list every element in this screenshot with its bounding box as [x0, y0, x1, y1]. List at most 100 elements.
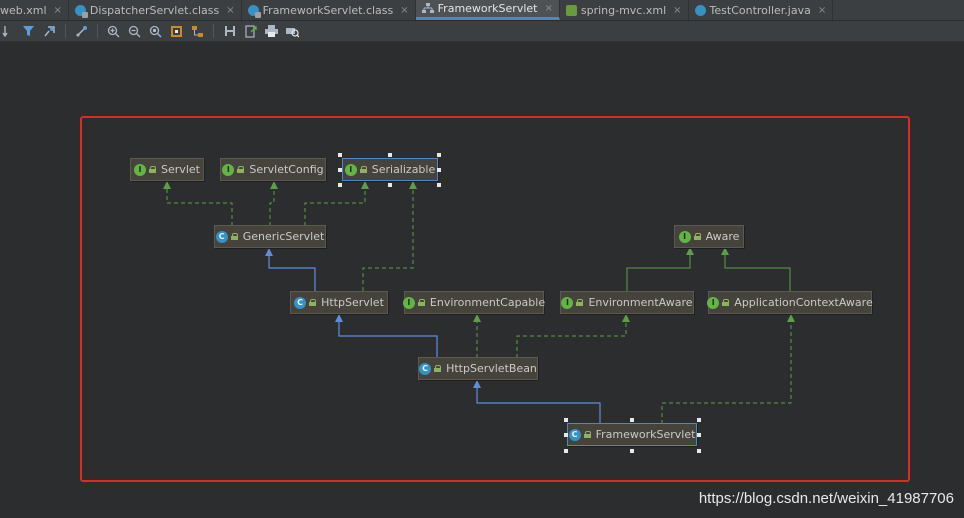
- diagram-layout-icon[interactable]: [0, 24, 15, 39]
- interface-icon: I: [678, 230, 691, 243]
- close-icon[interactable]: ×: [544, 3, 553, 14]
- node-http-servlet-bean[interactable]: C HttpServletBean: [418, 357, 538, 380]
- public-access-icon: [309, 299, 317, 306]
- node-application-context-aware[interactable]: I ApplicationContextAware: [707, 291, 873, 314]
- edge-genericservlet-servletconfig: [269, 181, 278, 226]
- tab-framework-servlet-diagram[interactable]: FrameworkServlet ×: [415, 0, 560, 20]
- node-framework-servlet[interactable]: C FrameworkServlet: [567, 423, 697, 446]
- selection-handle[interactable]: [697, 433, 701, 437]
- node-environment-capable[interactable]: I EnvironmentCapable: [402, 291, 545, 314]
- selection-handle[interactable]: [388, 183, 392, 187]
- node-label: Aware: [705, 230, 740, 243]
- layout-icon[interactable]: [190, 24, 205, 39]
- tab-label: spring-mvc.xml: [580, 3, 667, 17]
- edge-httpservlet-serializable: [362, 181, 417, 291]
- tab-label: web.xml: [0, 3, 47, 17]
- hierarchy-diagram-icon: [421, 3, 434, 13]
- tab-test-controller-java[interactable]: TestController.java ×: [689, 0, 834, 20]
- magnet-icon[interactable]: [42, 24, 57, 39]
- node-label: ServletConfig: [249, 163, 324, 176]
- selection-handle[interactable]: [437, 153, 441, 157]
- interface-icon: I: [402, 296, 415, 309]
- node-generic-servlet[interactable]: C GenericServlet: [214, 225, 326, 248]
- node-environment-aware[interactable]: I EnvironmentAware: [560, 291, 694, 314]
- node-aware[interactable]: I Aware: [674, 225, 744, 248]
- diagram-canvas[interactable]: [0, 42, 964, 518]
- node-servlet[interactable]: I Servlet: [130, 158, 204, 181]
- tab-dispatcher-servlet-class[interactable]: DispatcherServlet.class ×: [69, 0, 242, 20]
- selection-handle[interactable]: [338, 183, 342, 187]
- highlight-box: [80, 116, 910, 482]
- selection-handle[interactable]: [564, 418, 568, 422]
- zoom-in-icon[interactable]: [106, 24, 121, 39]
- selection-handle[interactable]: [564, 449, 568, 453]
- interface-icon: I: [134, 163, 147, 176]
- interface-icon: I: [222, 163, 235, 176]
- print-icon[interactable]: [264, 24, 279, 39]
- selection-handle[interactable]: [697, 418, 701, 422]
- node-servlet-config[interactable]: I ServletConfig: [220, 158, 326, 181]
- public-access-icon: [576, 299, 584, 306]
- public-access-icon: [237, 166, 245, 173]
- public-access-icon: [583, 431, 591, 438]
- selection-handle[interactable]: [630, 418, 634, 422]
- selection-handle[interactable]: [437, 183, 441, 187]
- selection-handle[interactable]: [697, 449, 701, 453]
- selection-handle[interactable]: [564, 433, 568, 437]
- show-dependencies-icon[interactable]: [74, 24, 89, 39]
- node-label: Serializable: [371, 163, 436, 176]
- selection-handle[interactable]: [338, 153, 342, 157]
- toolbar-separator: [65, 24, 66, 38]
- abstract-class-icon: C: [419, 362, 432, 375]
- node-label: ApplicationContextAware: [734, 296, 873, 309]
- edge-applicationcontextaware-aware: [721, 247, 791, 291]
- fit-content-icon[interactable]: [169, 24, 184, 39]
- tab-web-xml[interactable]: web.xml ×: [0, 0, 69, 20]
- print-preview-icon[interactable]: [285, 24, 300, 39]
- node-label: FrameworkServlet: [595, 428, 696, 441]
- close-icon[interactable]: ×: [226, 4, 235, 16]
- save-icon[interactable]: [222, 24, 237, 39]
- actual-size-icon[interactable]: [148, 24, 163, 39]
- public-access-icon: [693, 233, 701, 240]
- selection-handle[interactable]: [437, 168, 441, 172]
- tab-spring-mvc-xml[interactable]: spring-mvc.xml ×: [560, 0, 689, 20]
- toolbar-separator: [213, 24, 214, 38]
- interface-icon: I: [344, 163, 357, 176]
- zoom-out-icon[interactable]: [127, 24, 142, 39]
- edge-httpservletbean-environmentaware: [516, 314, 630, 358]
- selection-handle[interactable]: [388, 153, 392, 157]
- export-icon[interactable]: [243, 24, 258, 39]
- abstract-class-icon: C: [568, 428, 581, 441]
- close-icon[interactable]: ×: [673, 4, 682, 16]
- public-access-icon: [230, 233, 238, 240]
- class-file-icon: [74, 4, 88, 18]
- public-access-icon: [417, 299, 425, 306]
- watermark-text: https://blog.csdn.net/weixin_41987706: [698, 490, 954, 507]
- java-class-icon: [694, 4, 706, 16]
- close-icon[interactable]: ×: [400, 4, 409, 16]
- selection-handle[interactable]: [338, 168, 342, 172]
- editor-tab-bar: web.xml × DispatcherServlet.class × Fram…: [0, 0, 964, 21]
- tab-framework-servlet-class[interactable]: FrameworkServlet.class ×: [242, 0, 416, 20]
- node-label: EnvironmentAware: [588, 296, 693, 309]
- edge-genericservlet-serializable: [304, 181, 369, 226]
- public-access-icon: [434, 365, 442, 372]
- close-icon[interactable]: ×: [817, 4, 827, 16]
- selection-handle[interactable]: [630, 449, 634, 453]
- node-label: GenericServlet: [242, 230, 325, 243]
- interface-icon: I: [707, 296, 720, 309]
- abstract-class-icon: C: [294, 296, 307, 309]
- node-serializable[interactable]: I Serializable: [342, 158, 438, 181]
- public-access-icon: [722, 299, 730, 306]
- class-file-icon: [247, 4, 261, 18]
- edge-httpservlet-genericservlet: [265, 248, 316, 291]
- edge-genericservlet-servlet: [163, 181, 233, 226]
- filter-icon[interactable]: [21, 24, 36, 39]
- close-icon[interactable]: ×: [53, 4, 62, 16]
- diagram-toolbar: [0, 21, 964, 42]
- node-label: Servlet: [161, 163, 200, 176]
- node-http-servlet[interactable]: C HttpServlet: [290, 291, 388, 314]
- public-access-icon: [359, 166, 367, 173]
- abstract-class-icon: C: [215, 230, 228, 243]
